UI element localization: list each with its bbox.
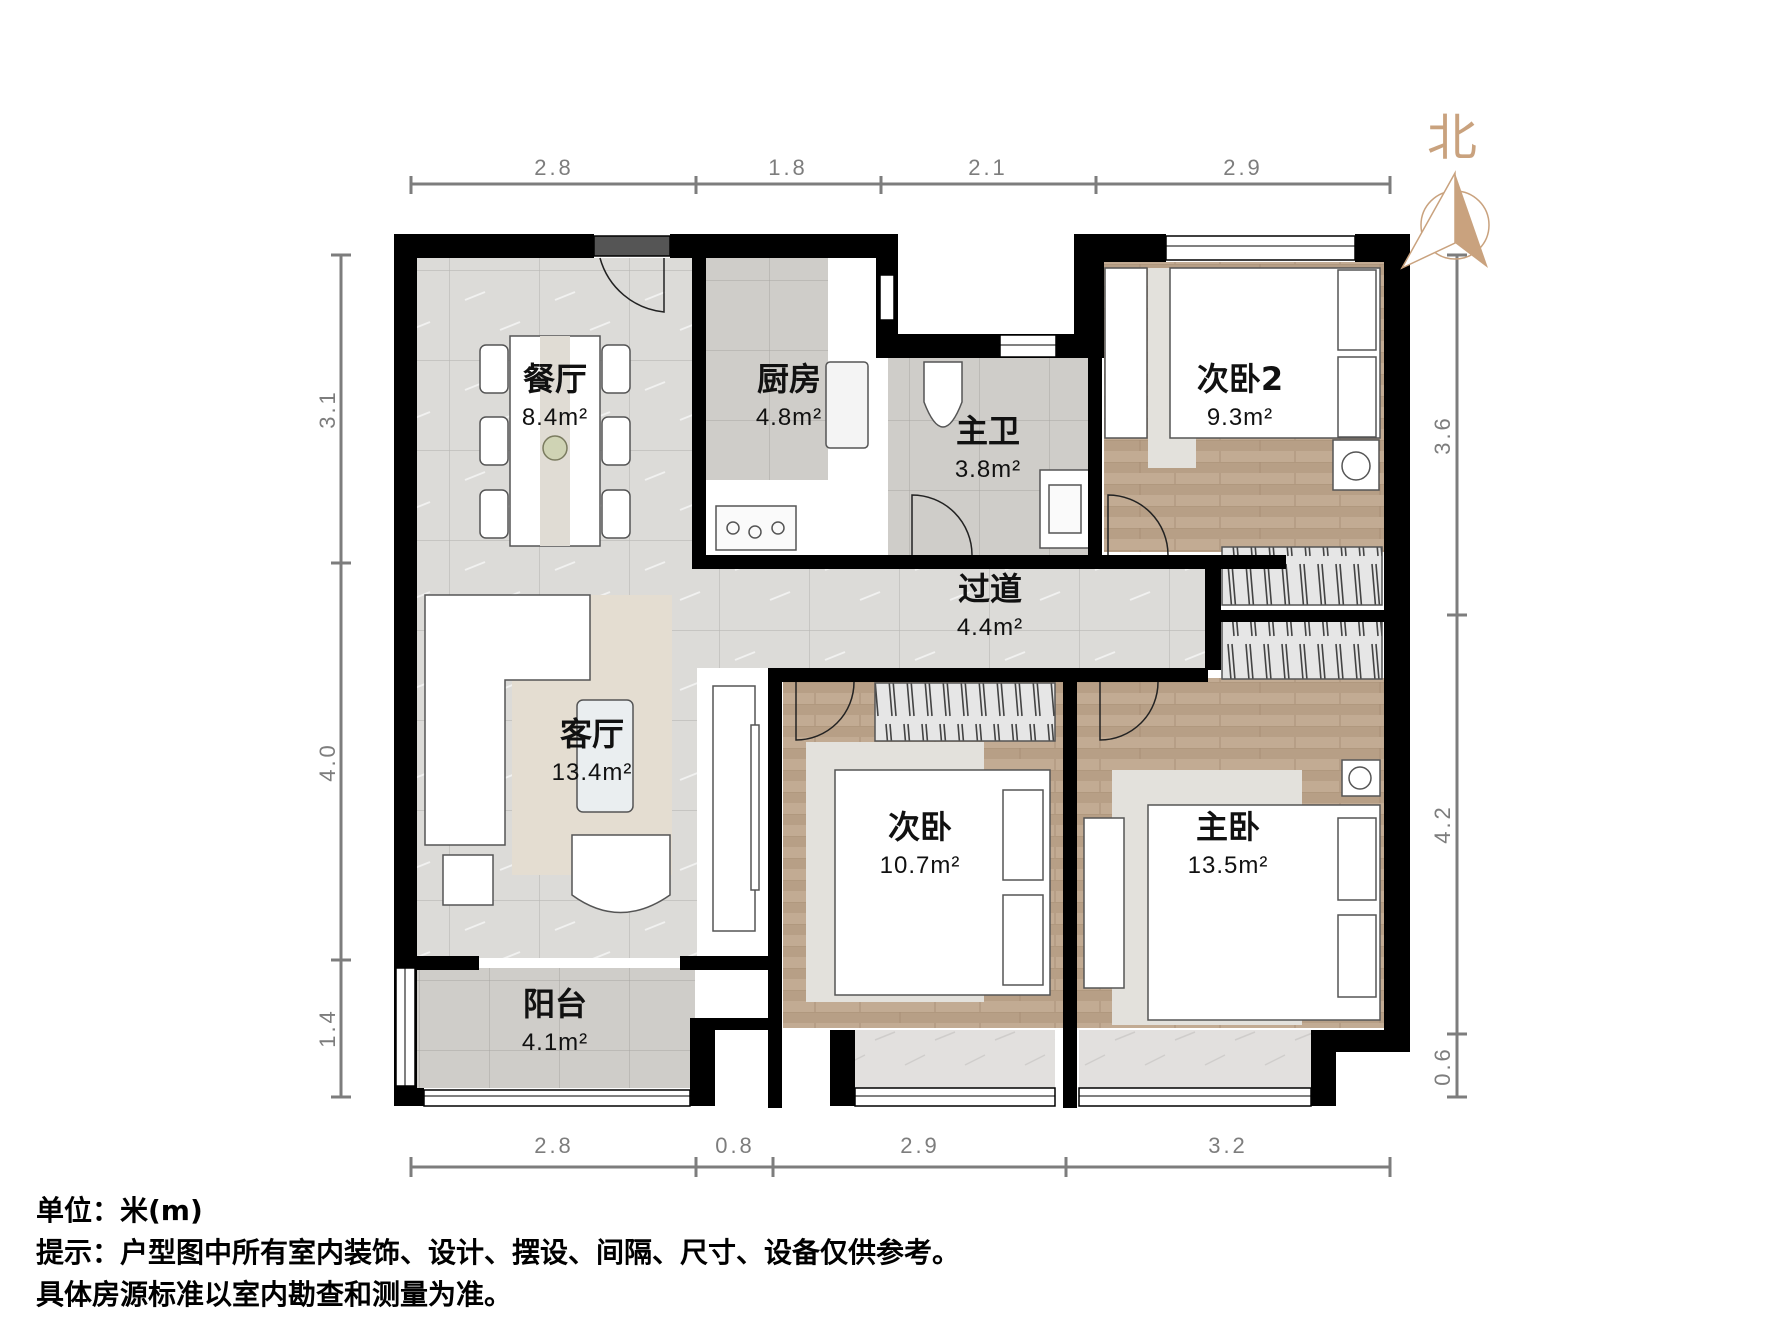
dim-left-1: 3.1 — [315, 389, 340, 429]
unit-note: 单位：米(m) — [36, 1194, 203, 1227]
room-area: 9.3m² — [1206, 404, 1274, 431]
dim-top-2: 1.8 — [768, 155, 808, 180]
room-area: 3.8m² — [954, 456, 1022, 483]
notes: 单位：米(m) 提示：户型图中所有室内装饰、设计、摆设、间隔、尺寸、设备仅供参考… — [36, 1190, 960, 1316]
room-area: 4.4m² — [956, 614, 1024, 641]
room-hallway: 过道 4.4m² — [957, 570, 1023, 644]
room-area: 4.1m² — [521, 1029, 589, 1056]
north-arrow-icon — [1400, 170, 1490, 270]
room-name: 主卧 — [1195, 808, 1261, 846]
north-label: 北 — [1427, 109, 1477, 167]
door-swings — [599, 257, 1169, 741]
hint-note: 提示：户型图中所有室内装饰、设计、摆设、间隔、尺寸、设备仅供参考。 — [36, 1236, 961, 1269]
room-name: 阳台 — [522, 985, 588, 1023]
room-name: 客厅 — [559, 715, 625, 753]
window-mullions — [404, 245, 1355, 1097]
room-area: 13.4m² — [551, 759, 633, 786]
disclaimer-note: 具体房源标准以室内勘查和测量为准。 — [36, 1278, 513, 1311]
room-name: 过道 — [957, 570, 1023, 608]
room-master-bedroom: 主卧 13.5m² — [1188, 808, 1269, 882]
room-living: 客厅 13.4m² — [552, 715, 633, 789]
room-name: 主卫 — [955, 412, 1021, 450]
room-name: 餐厅 — [522, 360, 588, 398]
dim-bottom-1: 2.8 — [534, 1133, 574, 1158]
walls — [394, 234, 1410, 1108]
room-area: 4.8m² — [755, 404, 823, 431]
dim-top-1: 2.8 — [534, 155, 574, 180]
room-area: 10.7m² — [879, 852, 961, 879]
dim-left-3: 1.4 — [315, 1008, 340, 1048]
dim-left-2: 4.0 — [315, 742, 340, 782]
dim-bottom-3: 2.9 — [900, 1133, 940, 1158]
room-area: 8.4m² — [521, 404, 589, 431]
furniture — [424, 267, 1383, 1025]
room-name: 次卧 — [887, 808, 953, 846]
room-area: 13.5m² — [1187, 852, 1269, 879]
dim-bottom-2: 0.8 — [715, 1133, 755, 1158]
dim-top-3: 2.1 — [968, 155, 1008, 180]
dim-right-2: 4.2 — [1430, 804, 1455, 844]
dim-right-3: 0.6 — [1430, 1046, 1455, 1086]
dim-right-1: 3.6 — [1430, 415, 1455, 455]
room-master-bath: 主卫 3.8m² — [955, 412, 1021, 486]
windows — [395, 235, 1356, 1107]
dim-bottom-4: 3.2 — [1208, 1133, 1248, 1158]
room-kitchen: 厨房 4.8m² — [756, 360, 822, 434]
dim-top-4: 2.9 — [1223, 155, 1263, 180]
room-bedroom2: 次卧2 9.3m² — [1197, 360, 1283, 434]
room-dining: 餐厅 8.4m² — [522, 360, 588, 434]
room-name: 厨房 — [756, 360, 822, 398]
room-second-bedroom: 次卧 10.7m² — [880, 808, 961, 882]
room-name: 次卧2 — [1196, 360, 1284, 398]
dimension-lines — [331, 176, 1467, 1177]
room-balcony: 阳台 4.1m² — [522, 985, 588, 1059]
